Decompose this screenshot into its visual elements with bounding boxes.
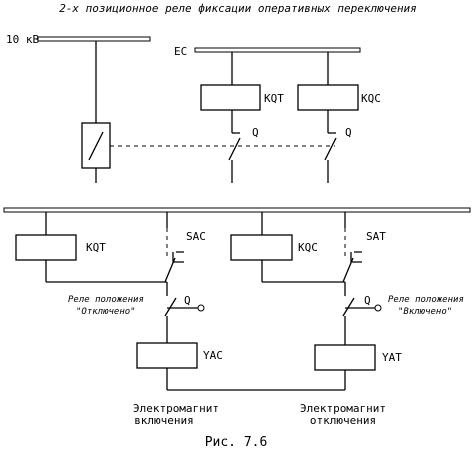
kqt-bottom-label: KQT (86, 241, 106, 254)
kqt-top-coil (200, 84, 261, 111)
kqt-bottom-coil (15, 234, 77, 261)
q-bottom-right-contact (342, 297, 355, 317)
ec-bus-bar (194, 47, 361, 53)
em-on-annotation-2: включения (134, 414, 194, 427)
kqc-bottom-label: KQC (298, 241, 318, 254)
yat-label: YAT (382, 351, 402, 364)
yac-coil (136, 342, 198, 369)
hv-bus-label: 10 кВ (6, 33, 39, 46)
q-top-right-label: Q (345, 126, 352, 139)
relay-off-annotation-2: "Отключено" (76, 307, 136, 317)
sac-handle (172, 251, 184, 263)
em-on-annotation-1: Электромагнит (133, 402, 219, 415)
relay-on-annotation-2: "Включено" (398, 307, 452, 317)
kqc-top-coil (297, 84, 359, 111)
kqc-bottom-coil (230, 234, 293, 261)
q-top-right-contact (324, 137, 337, 161)
sat-handle (350, 251, 362, 263)
q-bottom-left-contact (164, 297, 177, 317)
q-top-left-label: Q (252, 126, 259, 139)
breaker-q-contact (88, 131, 104, 161)
figure-caption: Рис. 7.6 (205, 435, 268, 450)
diagram-title: 2-х позиционное реле фиксации оперативны… (59, 2, 417, 15)
q-top-left-contact (228, 137, 241, 161)
control-bus-bar (3, 207, 471, 213)
relay-on-annotation-1: Реле положения (388, 295, 464, 305)
em-off-annotation-1: Электромагнит (300, 402, 386, 415)
relay-off-annotation-1: Реле положения (68, 295, 144, 305)
yac-label: YAC (203, 349, 223, 362)
q-bottom-right-label: Q (364, 294, 371, 307)
hv-bus-bar (37, 36, 151, 42)
q-bottom-left-terminal (197, 304, 205, 312)
sac-label: SAC (186, 230, 206, 243)
ec-bus-label: ЕС (174, 45, 187, 58)
yat-coil (314, 344, 376, 371)
kqc-top-label: KQC (361, 92, 381, 105)
em-off-annotation-2: отключения (310, 414, 376, 427)
sat-label: SAT (366, 230, 386, 243)
kqt-top-label: KQT (264, 92, 284, 105)
q-bottom-left-label: Q (184, 294, 191, 307)
q-bottom-right-terminal (374, 304, 382, 312)
